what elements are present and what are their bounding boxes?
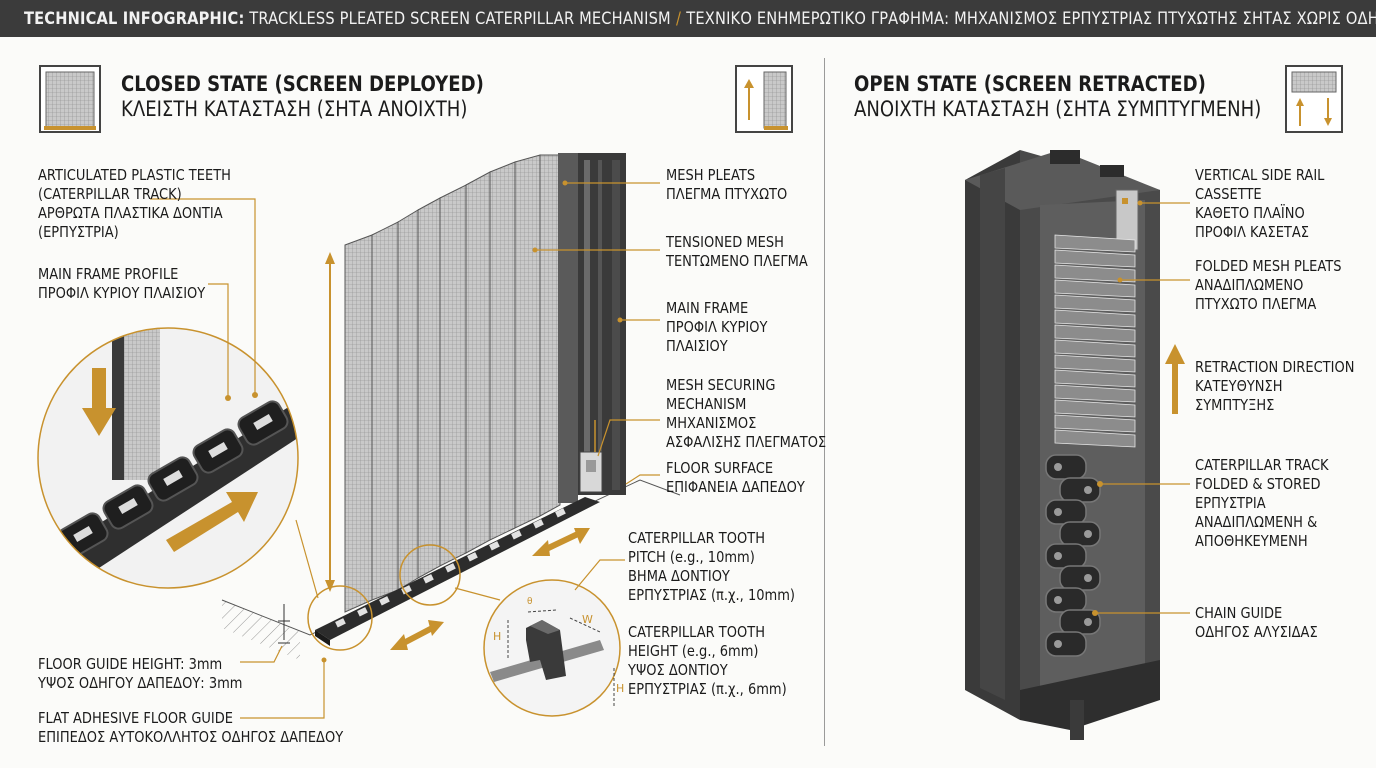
h2-dim-label: H <box>616 682 624 695</box>
left-leader-lines <box>150 182 660 719</box>
track-zoom-detail <box>37 327 299 589</box>
header-title: TECHNICAL INFOGRAPHIC: TRACKLESS PLEATED… <box>24 9 1376 29</box>
tooth-dimension-detail <box>483 579 621 717</box>
closed-state-icon <box>39 65 101 133</box>
mesh-pleats <box>344 154 561 613</box>
right-leader-dots <box>1092 200 1143 616</box>
theta-dim-label: θ <box>527 597 533 607</box>
main-frame <box>558 153 626 503</box>
w-dim-label: W <box>582 613 593 626</box>
left-leader-dots <box>225 180 623 663</box>
open-state-icon <box>1285 65 1343 133</box>
label-articulated-teeth: ARTICULATED PLASTIC TEETH(CATERPILLAR TR… <box>38 166 231 241</box>
caterpillar-track <box>315 497 600 646</box>
open-state-title: OPEN STATE (SCREEN RETRACTED) ΑΝΟΙΧΤΗ ΚΑ… <box>854 72 1262 121</box>
right-leader-lines <box>1095 202 1190 614</box>
closed-direction-icon <box>735 65 793 133</box>
detail-callout-circle <box>307 585 373 651</box>
track-movement-arrows <box>390 528 590 650</box>
retraction-arrow <box>1165 344 1185 414</box>
h-dim-label: H <box>493 630 501 643</box>
screen-height-arrow <box>325 252 335 592</box>
folded-pleats-stack <box>1054 234 1136 448</box>
stored-chain <box>1045 454 1101 657</box>
header-bar: TECHNICAL INFOGRAPHIC: TRACKLESS PLEATED… <box>0 0 1376 37</box>
closed-state-title: CLOSED STATE (SCREEN DEPLOYED) ΚΛΕΙΣΤΗ Κ… <box>121 72 484 121</box>
tooth-callout-circle <box>399 544 461 606</box>
panel-divider <box>824 58 825 746</box>
floor-height-marker <box>278 604 290 644</box>
mesh-securing-mechanism <box>579 420 603 493</box>
